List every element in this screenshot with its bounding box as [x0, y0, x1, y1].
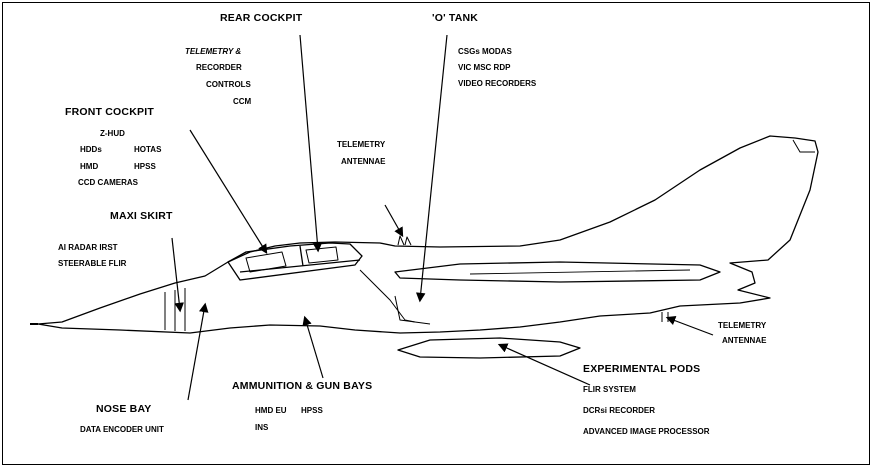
telemetry-lower-item: ANTENNAE [722, 337, 766, 345]
front-cockpit-item: HOTAS [134, 146, 161, 154]
front-cockpit-item: HDDs [80, 146, 102, 154]
front-cockpit-item: HMD [80, 163, 98, 171]
leader-experimental-pods [500, 345, 590, 385]
leader-telemetry-upper [385, 205, 402, 235]
front-cockpit-item: CCD CAMERAS [78, 179, 138, 187]
nose-section-lines [165, 288, 185, 331]
telemetry-upper-item: TELEMETRY [337, 141, 385, 149]
experimental-pods-title: EXPERIMENTAL PODS [583, 364, 700, 375]
ammunition-title: AMMUNITION & GUN BAYS [232, 381, 372, 392]
experimental-pod [398, 338, 580, 358]
rear-cockpit-window [306, 247, 338, 263]
leader-ammunition [305, 318, 323, 378]
leader-telemetry-lower [668, 318, 713, 335]
lower-antennae [662, 312, 668, 322]
o-tank-item: VIC MSC RDP [458, 64, 510, 72]
front-cockpit-window [246, 252, 286, 272]
rear-cockpit-item: CCM [233, 98, 251, 106]
upper-antennae [398, 236, 411, 245]
experimental-pods-item: ADVANCED IMAGE PROCESSOR [583, 428, 710, 436]
telemetry-lower-item: TELEMETRY [718, 322, 766, 330]
rear-cockpit-item: TELEMETRY & [185, 48, 241, 56]
o-tank-title: 'O' TANK [432, 13, 478, 24]
ammunition-item: HPSS [301, 407, 323, 415]
telemetry-upper-item: ANTENNAE [341, 158, 385, 166]
leader-nose-bay [188, 305, 205, 400]
front-cockpit-title: FRONT COCKPIT [65, 107, 154, 118]
front-cockpit-item: HPSS [134, 163, 156, 171]
leader-front-cockpit [190, 130, 266, 252]
nose-bay-title: NOSE BAY [96, 404, 151, 415]
nose-bay-item: DATA ENCODER UNIT [80, 426, 164, 434]
canopy-frame [300, 246, 303, 266]
front-cockpit-item: Z-HUD [100, 130, 125, 138]
experimental-pods-item: FLIR SYSTEM [583, 386, 636, 394]
maxi-skirt-title: MAXI SKIRT [110, 211, 173, 222]
ammunition-item: HMD EU [255, 407, 287, 415]
fin-detail [793, 140, 815, 152]
leader-maxi-skirt [172, 238, 180, 310]
o-tank-item: VIDEO RECORDERS [458, 80, 536, 88]
gear-line [395, 296, 430, 324]
o-tank-item: CSGs MODAS [458, 48, 512, 56]
leader-rear-cockpit [300, 35, 318, 250]
leader-o-tank [420, 35, 447, 300]
maxi-skirt-item: AI RADAR IRST [58, 244, 118, 252]
rear-cockpit-item: RECORDER [196, 64, 242, 72]
rear-cockpit-item: CONTROLS [206, 81, 251, 89]
rear-cockpit-title: REAR COCKPIT [220, 13, 302, 24]
maxi-skirt-item: STEERABLE FLIR [58, 260, 126, 268]
wing-inner [470, 270, 690, 274]
ammunition-item: INS [255, 424, 268, 432]
experimental-pods-item: DCRsi RECORDER [583, 407, 655, 415]
